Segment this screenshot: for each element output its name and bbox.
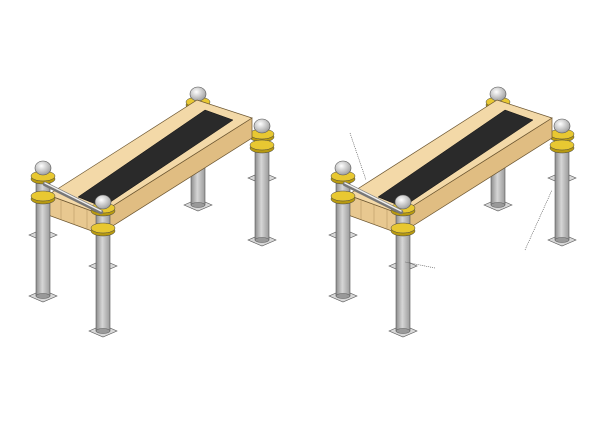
collar-ring (90, 222, 116, 234)
table-leg (547, 118, 577, 247)
bench (47, 99, 253, 235)
leg-foot (35, 293, 51, 299)
leg-tube (35, 171, 51, 297)
leg-foot (335, 293, 351, 299)
connecting-rod-highlight (344, 182, 402, 212)
ball-cap (394, 194, 412, 210)
table-leg (28, 160, 58, 303)
leg-foot (190, 202, 206, 208)
table-leg (388, 194, 418, 338)
leg-foot (490, 202, 506, 208)
callouts (349, 132, 553, 269)
connecting-rod-highlight (44, 182, 102, 212)
leg-foot (254, 237, 270, 243)
leg-foot (395, 328, 411, 334)
collar-ring (330, 190, 356, 202)
table-leg (247, 118, 277, 247)
belt (77, 109, 234, 208)
table-leg (88, 194, 118, 338)
table-annotated-view (328, 86, 577, 338)
belt (377, 109, 534, 208)
leg-tube (335, 171, 351, 297)
collar-ring (30, 190, 56, 202)
ball-cap (94, 194, 112, 210)
leg-foot (554, 237, 570, 243)
collar-ring (390, 222, 416, 234)
ball-cap (34, 160, 52, 176)
collar-ring (249, 139, 275, 151)
callout-leader-rod (349, 132, 367, 181)
callout-leader-back-leg (524, 189, 553, 251)
connecting-rod (342, 181, 404, 215)
connecting-rod (42, 181, 104, 215)
collar-ring (549, 139, 575, 151)
ball-cap (553, 118, 571, 134)
table-leg (328, 160, 358, 303)
ball-cap (334, 160, 352, 176)
table-plain-view (28, 86, 277, 338)
ball-cap (489, 86, 507, 102)
bench (347, 99, 553, 235)
leg-foot (95, 328, 111, 334)
ball-cap (253, 118, 271, 134)
ball-cap (189, 86, 207, 102)
